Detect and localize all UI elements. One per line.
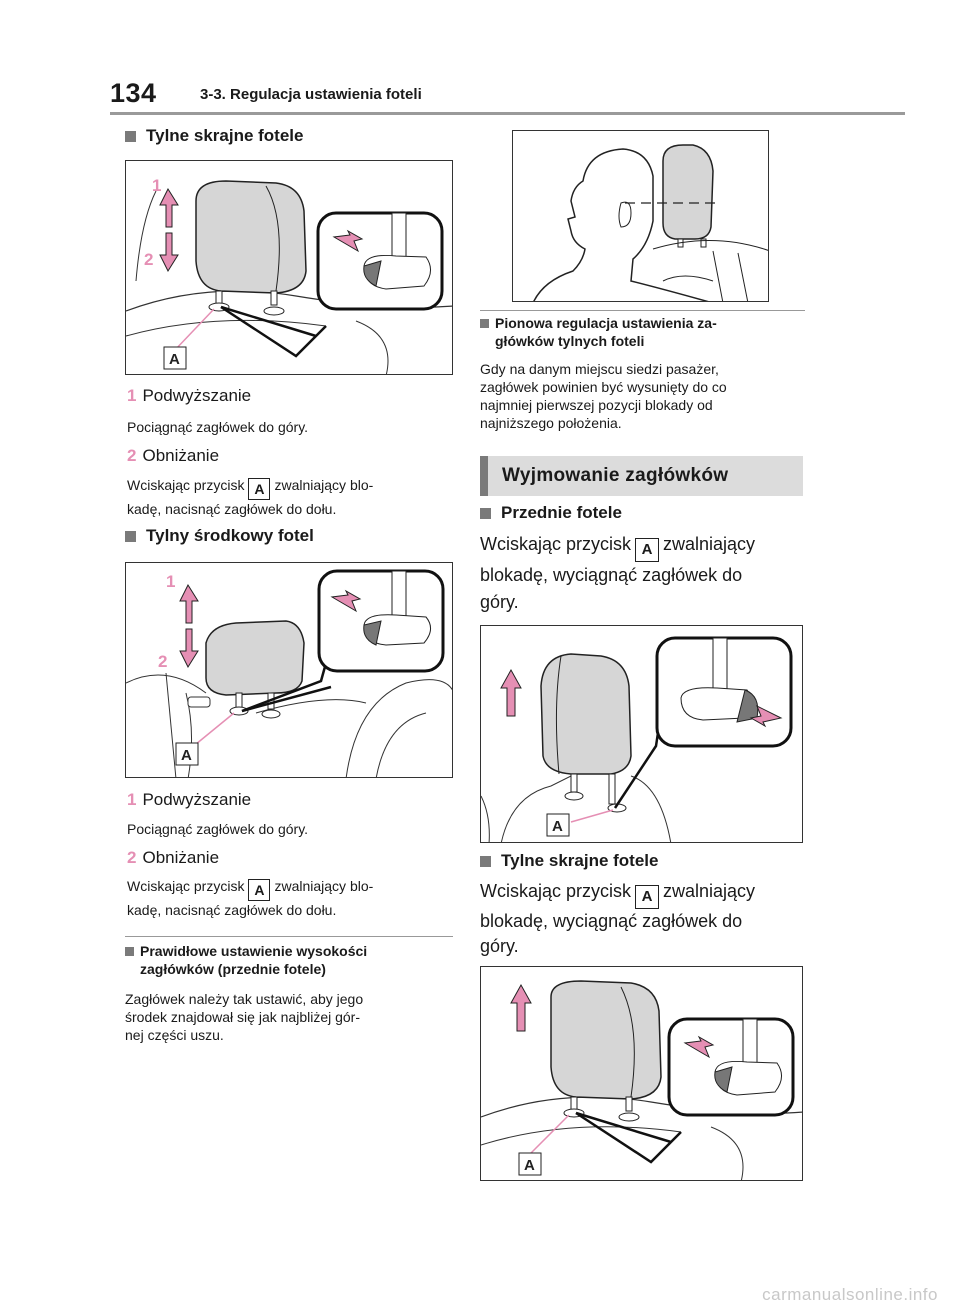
- note-rule: [480, 310, 805, 311]
- subhead-front-seats: Przednie fotele: [480, 503, 805, 523]
- figure-rear-center-adjust: 1 2 A: [125, 562, 453, 778]
- square-bullet-icon: [125, 947, 134, 956]
- header-rule: [110, 112, 905, 115]
- note-body: Zagłówek należy tak ustawić, aby jego śr…: [125, 991, 364, 1043]
- fig-label-1: 1: [152, 176, 161, 195]
- square-bullet-icon: [480, 319, 489, 328]
- step-raise-desc: Pociągnąć zagłówek do góry.: [127, 419, 309, 435]
- note-title: Pionowa regulacja ustawienia za-główków …: [480, 314, 805, 350]
- fig-label-a: A: [524, 1157, 535, 1174]
- fig-label-a: A: [169, 351, 180, 368]
- section-title: 3-3. Regulacja ustawienia foteli: [200, 86, 422, 103]
- fig-label-a: A: [181, 747, 192, 764]
- subhead-rear-center-seat: Tylny środkowy fotel: [125, 526, 455, 546]
- fig-label-2: 2: [144, 250, 153, 269]
- button-a-icon: A: [248, 879, 271, 901]
- square-bullet-icon: [125, 530, 136, 542]
- banner-bar: [480, 456, 488, 496]
- square-bullet-icon: [125, 130, 136, 142]
- figure-rear-outer-remove: A: [480, 966, 803, 1181]
- head-profile-illustration: [533, 144, 768, 301]
- note-rule: [125, 936, 453, 937]
- step-raise-desc: Pociągnąć zagłówek do góry.: [127, 821, 309, 837]
- headrest-illustration: A: [481, 636, 793, 842]
- fig-label-a: A: [552, 818, 563, 835]
- page-number: 134: [110, 78, 157, 108]
- headrest-illustration: A: [481, 980, 802, 1180]
- section-banner: Wyjmowanie zagłówków: [480, 456, 803, 496]
- step-lower: 2 Obniżanie: [127, 848, 220, 867]
- square-bullet-icon: [480, 855, 491, 867]
- button-a-icon: A: [635, 538, 660, 562]
- subhead-rear-outer-remove: Tylne skrajne fotele: [480, 851, 805, 871]
- square-bullet-icon: [480, 507, 491, 519]
- subhead-rear-outer-seats: Tylne skrajne fotele: [125, 126, 455, 146]
- headrest-illustration: 1 2 A: [126, 569, 452, 777]
- figure-head-position: [512, 130, 769, 302]
- button-a-icon: A: [635, 885, 660, 909]
- watermark: carmanualsonline.info: [762, 1285, 938, 1304]
- fig-label-1: 1: [166, 572, 175, 591]
- headrest-illustration: 1 2 A: [126, 176, 452, 374]
- note-body: Gdy na danym miejscu siedzi pasażer, zag…: [480, 361, 727, 431]
- step-raise: 1 Podwyższanie: [127, 790, 252, 809]
- fig-label-2: 2: [158, 652, 167, 671]
- figure-front-remove: A: [480, 625, 803, 843]
- step-raise: 1 Podwyższanie: [127, 386, 252, 405]
- step-lower: 2 Obniżanie: [127, 446, 220, 465]
- figure-rear-outer-adjust: 1 2 A: [125, 160, 453, 375]
- button-a-icon: A: [248, 478, 271, 500]
